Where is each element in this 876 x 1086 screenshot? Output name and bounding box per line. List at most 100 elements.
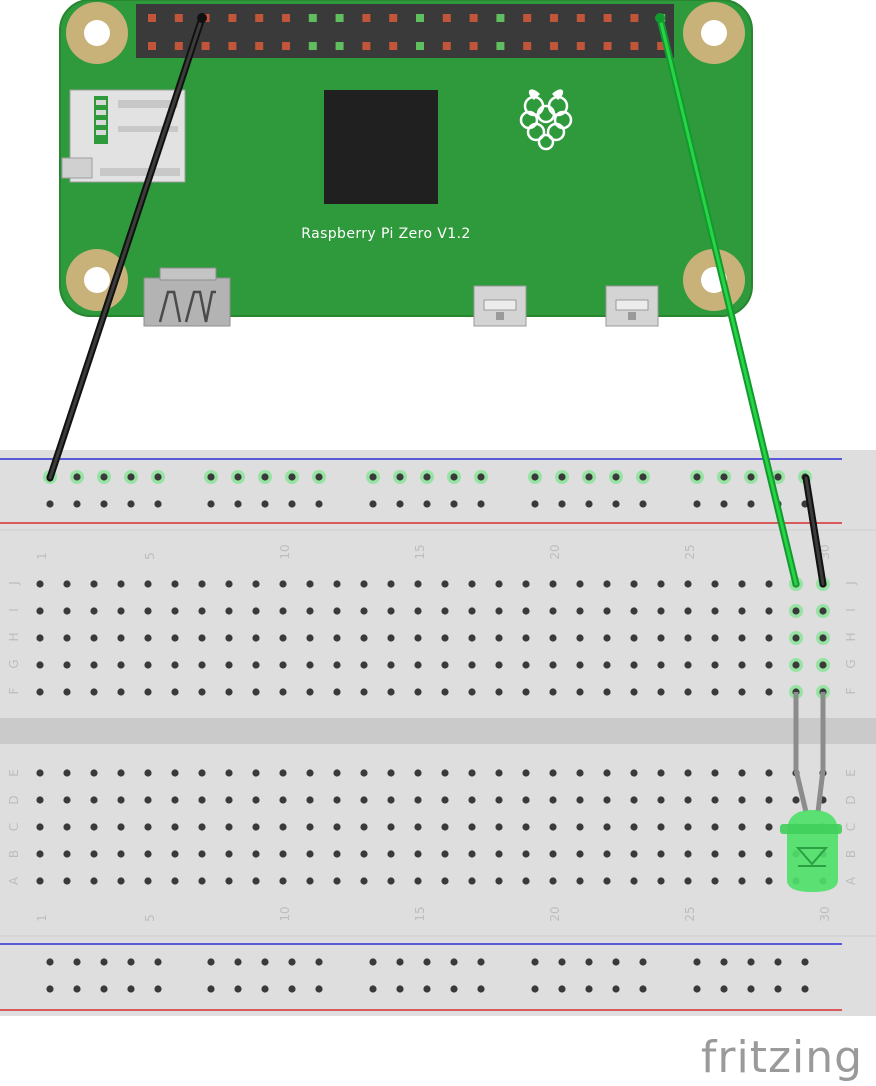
breadboard-hole [36,877,44,885]
breadboard-hole [441,850,449,858]
breadboard-hole [684,661,692,669]
breadboard-hole [198,877,206,885]
breadboard-hole [477,473,485,481]
breadboard-hole [468,877,476,885]
breadboard-hole [765,823,773,831]
row-letter: A [7,876,21,885]
gpio-pin [362,14,371,22]
row-letter: G [844,659,858,668]
breadboard-hole [414,688,422,696]
breadboard-hole [576,661,584,669]
breadboard-hole [441,796,449,804]
breadboard-hole [495,607,503,615]
breadboard-hole [603,580,611,588]
breadboard-hole [441,634,449,642]
breadboard-hole [441,607,449,615]
row-letter: D [7,795,21,804]
row-letter: E [7,769,21,777]
breadboard-hole [711,877,719,885]
breadboard-hole [100,958,108,966]
breadboard-hole [657,580,665,588]
breadboard-hole [279,823,287,831]
gpio-pin [496,42,505,50]
breadboard-hole [630,607,638,615]
breadboard-hole [603,769,611,777]
row-letter: A [844,876,858,885]
breadboard-hole [522,796,530,804]
breadboard-hole [468,634,476,642]
breadboard-hole [630,634,638,642]
breadboard-hole [531,958,539,966]
breadboard-hole [774,958,782,966]
breadboard-hole [288,958,296,966]
breadboard-hole [46,500,54,508]
breadboard-hole [171,607,179,615]
breadboard-hole [738,769,746,777]
breadboard-hole [495,769,503,777]
breadboard-hole [117,688,125,696]
breadboard-hole [522,634,530,642]
column-number: 10 [278,544,292,559]
breadboard-hole [765,634,773,642]
breadboard-hole [576,850,584,858]
row-letter: C [844,823,858,831]
breadboard-hole [711,769,719,777]
breadboard-hole [396,958,404,966]
breadboard-hole [171,769,179,777]
breadboard-hole [36,769,44,777]
column-number: 20 [548,906,562,921]
breadboard-hole [90,823,98,831]
breadboard-hole [603,850,611,858]
breadboard-hole [387,607,395,615]
breadboard-hole [549,607,557,615]
breadboard-hole [657,769,665,777]
breadboard-hole [63,823,71,831]
breadboard-holes [36,470,830,993]
breadboard-hole [747,473,755,481]
breadboard-hole [73,985,81,993]
breadboard-hole [522,877,530,885]
breadboard-hole [198,661,206,669]
breadboard-hole [144,580,152,588]
breadboard-hole [711,580,719,588]
breadboard-hole [441,877,449,885]
breadboard-hole [207,500,215,508]
breadboard-hole [333,661,341,669]
breadboard-hole [315,500,323,508]
breadboard-hole [396,500,404,508]
breadboard-hole [63,877,71,885]
breadboard-hole [63,769,71,777]
gpio-pin [389,14,398,22]
breadboard-hole [792,607,800,615]
gpio-pin [335,14,344,22]
fritzing-logo: fritzing [701,1032,863,1083]
breadboard-hole [117,796,125,804]
breadboard-hole [387,634,395,642]
breadboard-hole [144,634,152,642]
breadboard-hole [423,473,431,481]
breadboard-hole [711,823,719,831]
soc-chip [324,90,438,204]
breadboard-hole [36,580,44,588]
breadboard-hole [657,877,665,885]
breadboard-hole [747,958,755,966]
breadboard-hole [738,688,746,696]
breadboard-hole [207,473,215,481]
breadboard-hole [387,580,395,588]
breadboard-hole [396,985,404,993]
breadboard-hole [117,769,125,777]
breadboard-hole [100,500,108,508]
breadboard-hole [333,877,341,885]
breadboard-hole [127,473,135,481]
breadboard-hole [261,958,269,966]
breadboard-hole [747,500,755,508]
breadboard-hole [387,877,395,885]
breadboard-hole [207,985,215,993]
breadboard-hole [36,661,44,669]
breadboard-hole [585,473,593,481]
breadboard-hole [100,985,108,993]
breadboard-hole [333,769,341,777]
breadboard-hole [117,661,125,669]
breadboard-hole [396,473,404,481]
breadboard-hole [738,796,746,804]
